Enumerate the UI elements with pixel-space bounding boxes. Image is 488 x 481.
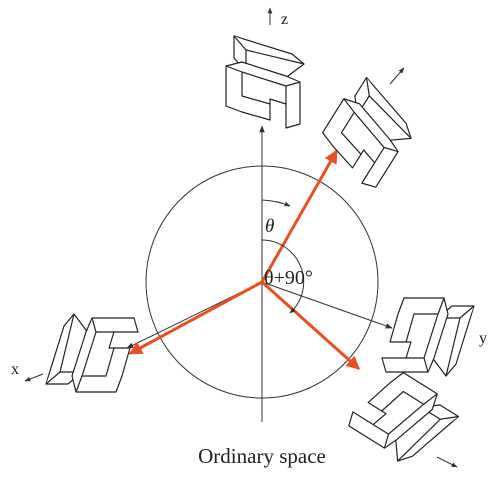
c-shaped-block-icon: [45, 313, 139, 393]
x-direction-arrow: [24, 373, 44, 382]
rotated-z-direction-arrow: [389, 67, 405, 85]
theta-arc: [261, 199, 291, 207]
z-axis-label: z: [281, 11, 288, 28]
c-shaped-block-icon: [322, 76, 412, 188]
rotated-y-direction-arrow: [436, 456, 458, 468]
rotated-y-vector: [260, 280, 361, 370]
c-shaped-block-icon: [381, 297, 475, 377]
c-shaped-block-icon: [225, 35, 305, 129]
x-axis-label: x: [11, 361, 19, 378]
y-axis-label: y: [479, 330, 487, 347]
y-axis-line: [261, 281, 393, 329]
c-shaped-block-icon: [348, 372, 460, 462]
rotated-z-vector: [260, 149, 338, 284]
caption: Ordinary space: [198, 444, 326, 468]
theta-plus-90-arc: [261, 239, 305, 314]
theta-plus-90-label: θ+90°: [264, 267, 313, 289]
theta-label: θ: [265, 216, 274, 237]
rotated-x-vector: [128, 280, 264, 355]
